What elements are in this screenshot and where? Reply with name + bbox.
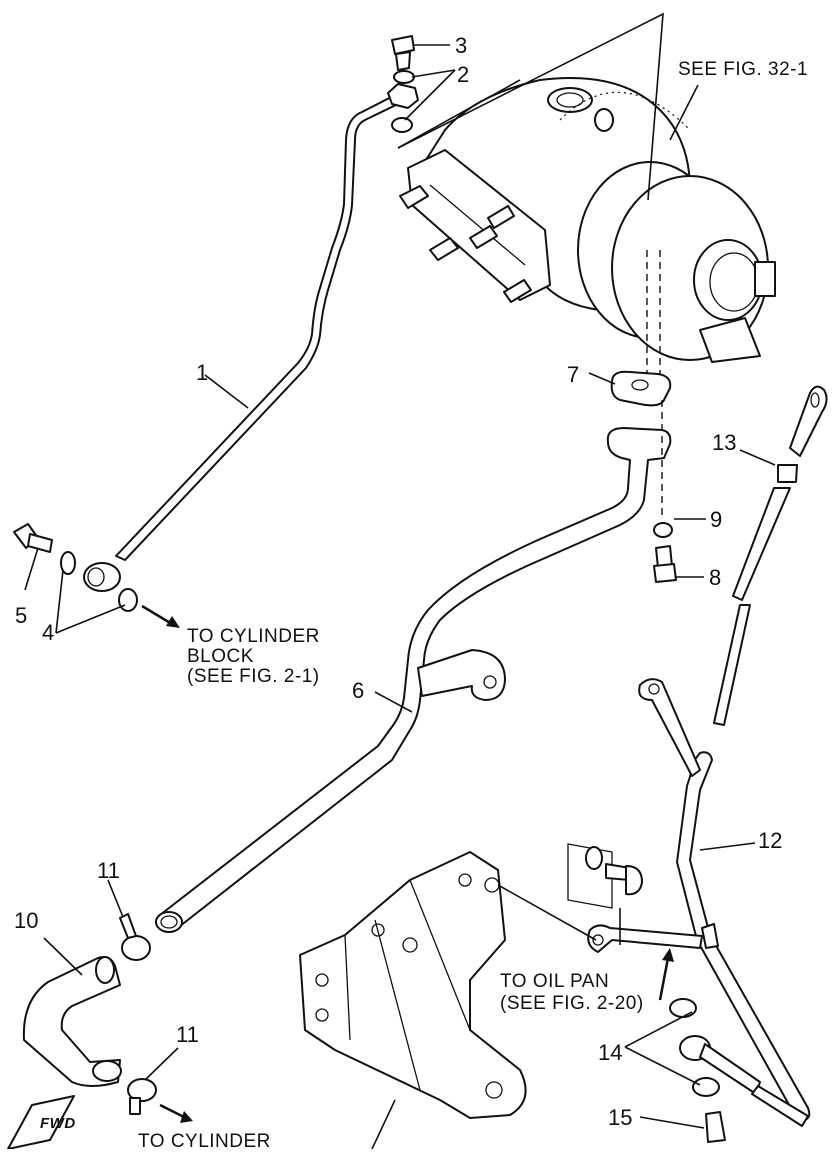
callout-13: 13 xyxy=(712,430,736,455)
bolt-8-head xyxy=(653,563,677,583)
note-to-cylinder-bottom: TO CYLINDER xyxy=(138,1131,271,1149)
callout-8: 8 xyxy=(709,565,721,590)
note-to-oil-pan-2: (SEE FIG. 2-20) xyxy=(500,993,644,1014)
callout-9: 9 xyxy=(710,507,722,532)
arrows xyxy=(141,604,674,1123)
callout-4: 4 xyxy=(42,620,54,645)
bolt-5 xyxy=(13,523,53,553)
washer-14-top xyxy=(669,998,697,1018)
fwd-indicator: FWD xyxy=(7,1095,76,1150)
leader-lines xyxy=(24,12,776,1150)
washer-9 xyxy=(653,522,673,538)
callout-7: 7 xyxy=(567,362,579,387)
note-to-oil-pan-1: TO OIL PAN xyxy=(500,971,609,992)
hose-10 xyxy=(22,956,122,1087)
bolt-15 xyxy=(705,1111,726,1143)
washer-14-bottom xyxy=(692,1077,720,1097)
oil-feed-pipe xyxy=(83,83,419,592)
dipstick-13 xyxy=(713,385,828,726)
callout-5: 5 xyxy=(15,603,27,628)
callout-3: 3 xyxy=(455,33,467,58)
callout-6: 6 xyxy=(352,678,364,703)
clamp-11-bottom xyxy=(127,1078,157,1102)
washer-2-bottom xyxy=(391,117,413,133)
oil-return-pipe xyxy=(155,427,672,933)
washer-4-right xyxy=(118,588,138,612)
callout-11-bottom: 11 xyxy=(176,1022,199,1047)
note-to-cylinder-block-2: BLOCK xyxy=(187,646,254,667)
callout-10: 10 xyxy=(14,908,38,933)
callout-2: 2 xyxy=(457,62,469,87)
callout-11-top: 11 xyxy=(97,858,120,883)
callout-12: 12 xyxy=(758,828,782,853)
mounting-bracket xyxy=(299,851,527,1119)
reference-notes: SEE FIG. 32-1 TO CYLINDER BLOCK (SEE FIG… xyxy=(138,59,808,1152)
turbocharger xyxy=(399,77,776,378)
fwd-label: FWD xyxy=(40,1115,76,1132)
washer-2-top xyxy=(393,70,415,84)
clip-bolt xyxy=(567,843,643,909)
banjo-fitting xyxy=(679,1035,809,1127)
note-to-cylinder-block-3: (SEE FIG. 2-1) xyxy=(187,666,320,687)
callout-numbers: 3 2 1 5 4 7 9 8 13 6 12 11 10 11 14 15 xyxy=(14,33,782,1130)
note-see-fig-32-1: SEE FIG. 32-1 xyxy=(678,59,808,80)
washer-4-left xyxy=(60,551,76,575)
callout-14: 14 xyxy=(598,1040,622,1065)
callout-1: 1 xyxy=(196,360,208,385)
bolt-3 xyxy=(391,35,415,71)
gasket-7 xyxy=(610,370,672,407)
note-to-cylinder-block-1: TO CYLINDER xyxy=(187,626,320,647)
clamp-11-top xyxy=(121,935,151,961)
callout-15: 15 xyxy=(608,1105,632,1130)
